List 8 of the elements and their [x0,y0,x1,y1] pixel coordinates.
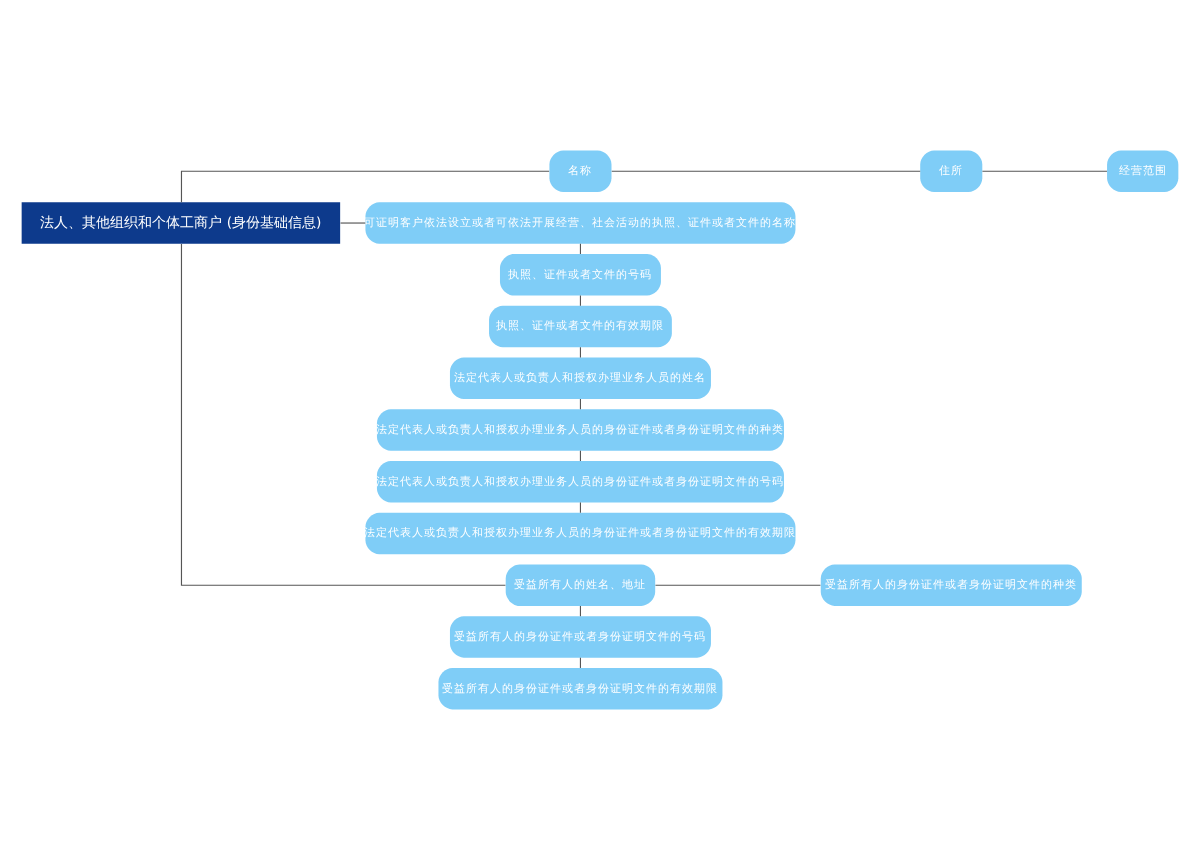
connector [339,221,366,223]
connector [579,345,582,358]
connector [180,242,506,585]
connector [654,583,821,585]
connector [180,169,550,202]
connector [981,169,1108,171]
connector [579,500,582,513]
connector [611,169,921,171]
